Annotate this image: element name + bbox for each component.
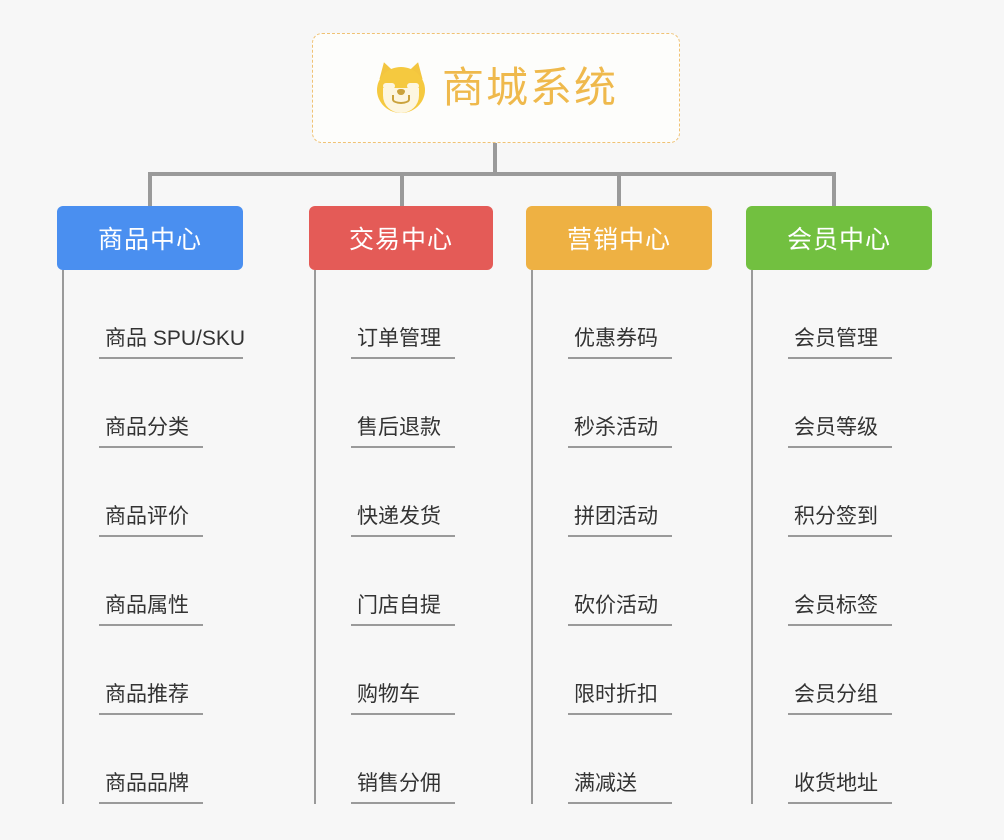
leaf-label: 门店自提 — [351, 595, 455, 626]
leaf-list-marketing-center: 优惠券码 秒杀活动 拼团活动 砍价活动 限时折扣 满减送 — [531, 270, 712, 804]
leaf-label: 快递发货 — [351, 506, 455, 537]
leaf-label: 订单管理 — [351, 328, 455, 359]
leaf-label: 优惠券码 — [568, 328, 672, 359]
leaf-label: 购物车 — [351, 684, 455, 715]
shiba-dog-face-icon — [374, 59, 428, 115]
leaf-label: 限时折扣 — [568, 684, 672, 715]
leaf-label: 秒杀活动 — [568, 417, 672, 448]
leaf-label: 拼团活动 — [568, 506, 672, 537]
leaf-label: 销售分佣 — [351, 773, 455, 804]
leaf-label: 商品分类 — [99, 417, 203, 448]
category-title: 交易中心 — [348, 226, 453, 254]
leaf-label: 满减送 — [568, 773, 672, 804]
root-node[interactable]: 商城系统 — [312, 33, 680, 143]
leaf-item[interactable]: 商品属性 — [64, 537, 243, 626]
leaf-item[interactable]: 商品评价 — [64, 448, 243, 537]
leaf-item[interactable]: 限时折扣 — [533, 626, 712, 715]
leaf-label: 收货地址 — [788, 773, 892, 804]
category-header-marketing-center[interactable]: 营销中心 — [526, 206, 712, 270]
leaf-label: 商品品牌 — [99, 773, 203, 804]
leaf-label: 会员分组 — [788, 684, 892, 715]
column-trade-center: 交易中心 订单管理 售后退款 快递发货 门店自提 购物车 销售分佣 — [309, 206, 493, 804]
leaf-list-member-center: 会员管理 会员等级 积分签到 会员标签 会员分组 收货地址 — [751, 270, 932, 804]
leaf-label: 砍价活动 — [568, 595, 672, 626]
category-header-member-center[interactable]: 会员中心 — [746, 206, 932, 270]
leaf-label: 会员等级 — [788, 417, 892, 448]
root-title: 商城系统 — [441, 64, 618, 111]
leaf-label: 会员管理 — [788, 328, 892, 359]
category-title: 商品中心 — [97, 226, 202, 254]
leaf-item[interactable]: 会员等级 — [753, 359, 932, 448]
connector-drop-4 — [832, 172, 836, 208]
leaf-list-product-center: 商品 SPU/SKU 商品分类 商品评价 商品属性 商品推荐 商品品牌 — [62, 270, 245, 804]
leaf-label: 商品评价 — [99, 506, 203, 537]
connector-horizontal-bus — [148, 172, 836, 176]
leaf-item[interactable]: 优惠券码 — [533, 270, 712, 359]
column-marketing-center: 营销中心 优惠券码 秒杀活动 拼团活动 砍价活动 限时折扣 满减送 — [526, 206, 712, 804]
connector-root-stem — [493, 143, 497, 175]
leaf-label: 售后退款 — [351, 417, 455, 448]
leaf-item[interactable]: 会员管理 — [753, 270, 932, 359]
leaf-item[interactable]: 购物车 — [316, 626, 493, 715]
category-title: 营销中心 — [566, 226, 671, 254]
leaf-list-trade-center: 订单管理 售后退款 快递发货 门店自提 购物车 销售分佣 — [314, 270, 493, 804]
leaf-item[interactable]: 订单管理 — [316, 270, 493, 359]
leaf-item[interactable]: 商品分类 — [64, 359, 243, 448]
leaf-item[interactable]: 商品推荐 — [64, 626, 243, 715]
category-header-trade-center[interactable]: 交易中心 — [309, 206, 493, 270]
leaf-item[interactable]: 快递发货 — [316, 448, 493, 537]
leaf-item[interactable]: 满减送 — [533, 715, 712, 804]
leaf-item[interactable]: 秒杀活动 — [533, 359, 712, 448]
category-title: 会员中心 — [786, 226, 891, 254]
leaf-item[interactable]: 售后退款 — [316, 359, 493, 448]
leaf-item[interactable]: 拼团活动 — [533, 448, 712, 537]
leaf-label: 商品 SPU/SKU — [99, 328, 245, 359]
leaf-item[interactable]: 积分签到 — [753, 448, 932, 537]
leaf-item[interactable]: 会员分组 — [753, 626, 932, 715]
connector-drop-2 — [400, 172, 404, 208]
column-product-center: 商品中心 商品 SPU/SKU 商品分类 商品评价 商品属性 商品推荐 商品品牌 — [57, 206, 245, 804]
leaf-item[interactable]: 销售分佣 — [316, 715, 493, 804]
leaf-item[interactable]: 砍价活动 — [533, 537, 712, 626]
connector-drop-3 — [617, 172, 621, 208]
leaf-item[interactable]: 商品 SPU/SKU — [64, 270, 245, 359]
leaf-label: 会员标签 — [788, 595, 892, 626]
leaf-item[interactable]: 收货地址 — [753, 715, 932, 804]
leaf-label: 积分签到 — [788, 506, 892, 537]
leaf-item[interactable]: 会员标签 — [753, 537, 932, 626]
leaf-item[interactable]: 商品品牌 — [64, 715, 243, 804]
category-header-product-center[interactable]: 商品中心 — [57, 206, 243, 270]
column-member-center: 会员中心 会员管理 会员等级 积分签到 会员标签 会员分组 收货地址 — [746, 206, 932, 804]
connector-drop-1 — [148, 172, 152, 208]
leaf-item[interactable]: 门店自提 — [316, 537, 493, 626]
leaf-label: 商品属性 — [99, 595, 203, 626]
leaf-label: 商品推荐 — [99, 684, 203, 715]
